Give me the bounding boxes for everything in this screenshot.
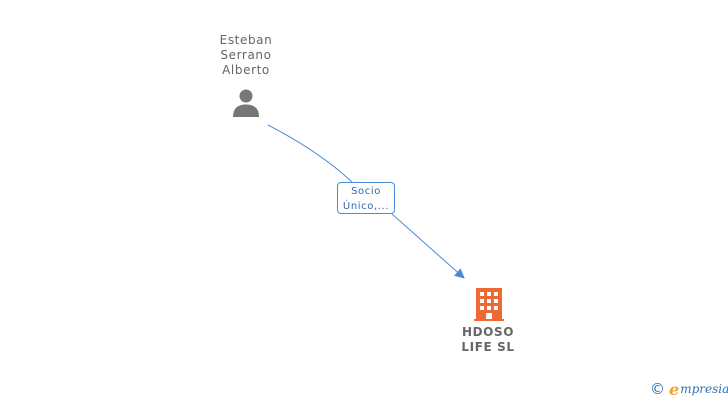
edge-person-to-label <box>267 124 353 183</box>
edge-label-to-company <box>391 213 465 279</box>
person-name-line: Serrano <box>220 48 272 62</box>
relationship-label-line: Único,... <box>342 201 390 212</box>
building-icon[interactable] <box>474 285 504 321</box>
person-name[interactable]: Esteban Serrano Alberto <box>196 33 296 78</box>
brand-e-letter: e <box>669 379 680 399</box>
relationship-label[interactable]: Socio Único,... <box>337 182 395 214</box>
copyright-icon: © <box>650 380 665 398</box>
company-name-line: HDOSO <box>461 325 515 339</box>
person-name-line: Esteban <box>219 33 273 47</box>
relationship-label-line: Socio <box>351 186 381 197</box>
person-icon[interactable] <box>231 88 261 118</box>
person-name-line: Alberto <box>222 63 270 77</box>
brand-name: mpresia <box>680 382 728 396</box>
brand-logo[interactable]: © e mpresia <box>650 379 728 399</box>
company-name[interactable]: HDOSO LIFE SL <box>438 325 538 355</box>
company-name-line: LIFE SL <box>461 340 515 354</box>
